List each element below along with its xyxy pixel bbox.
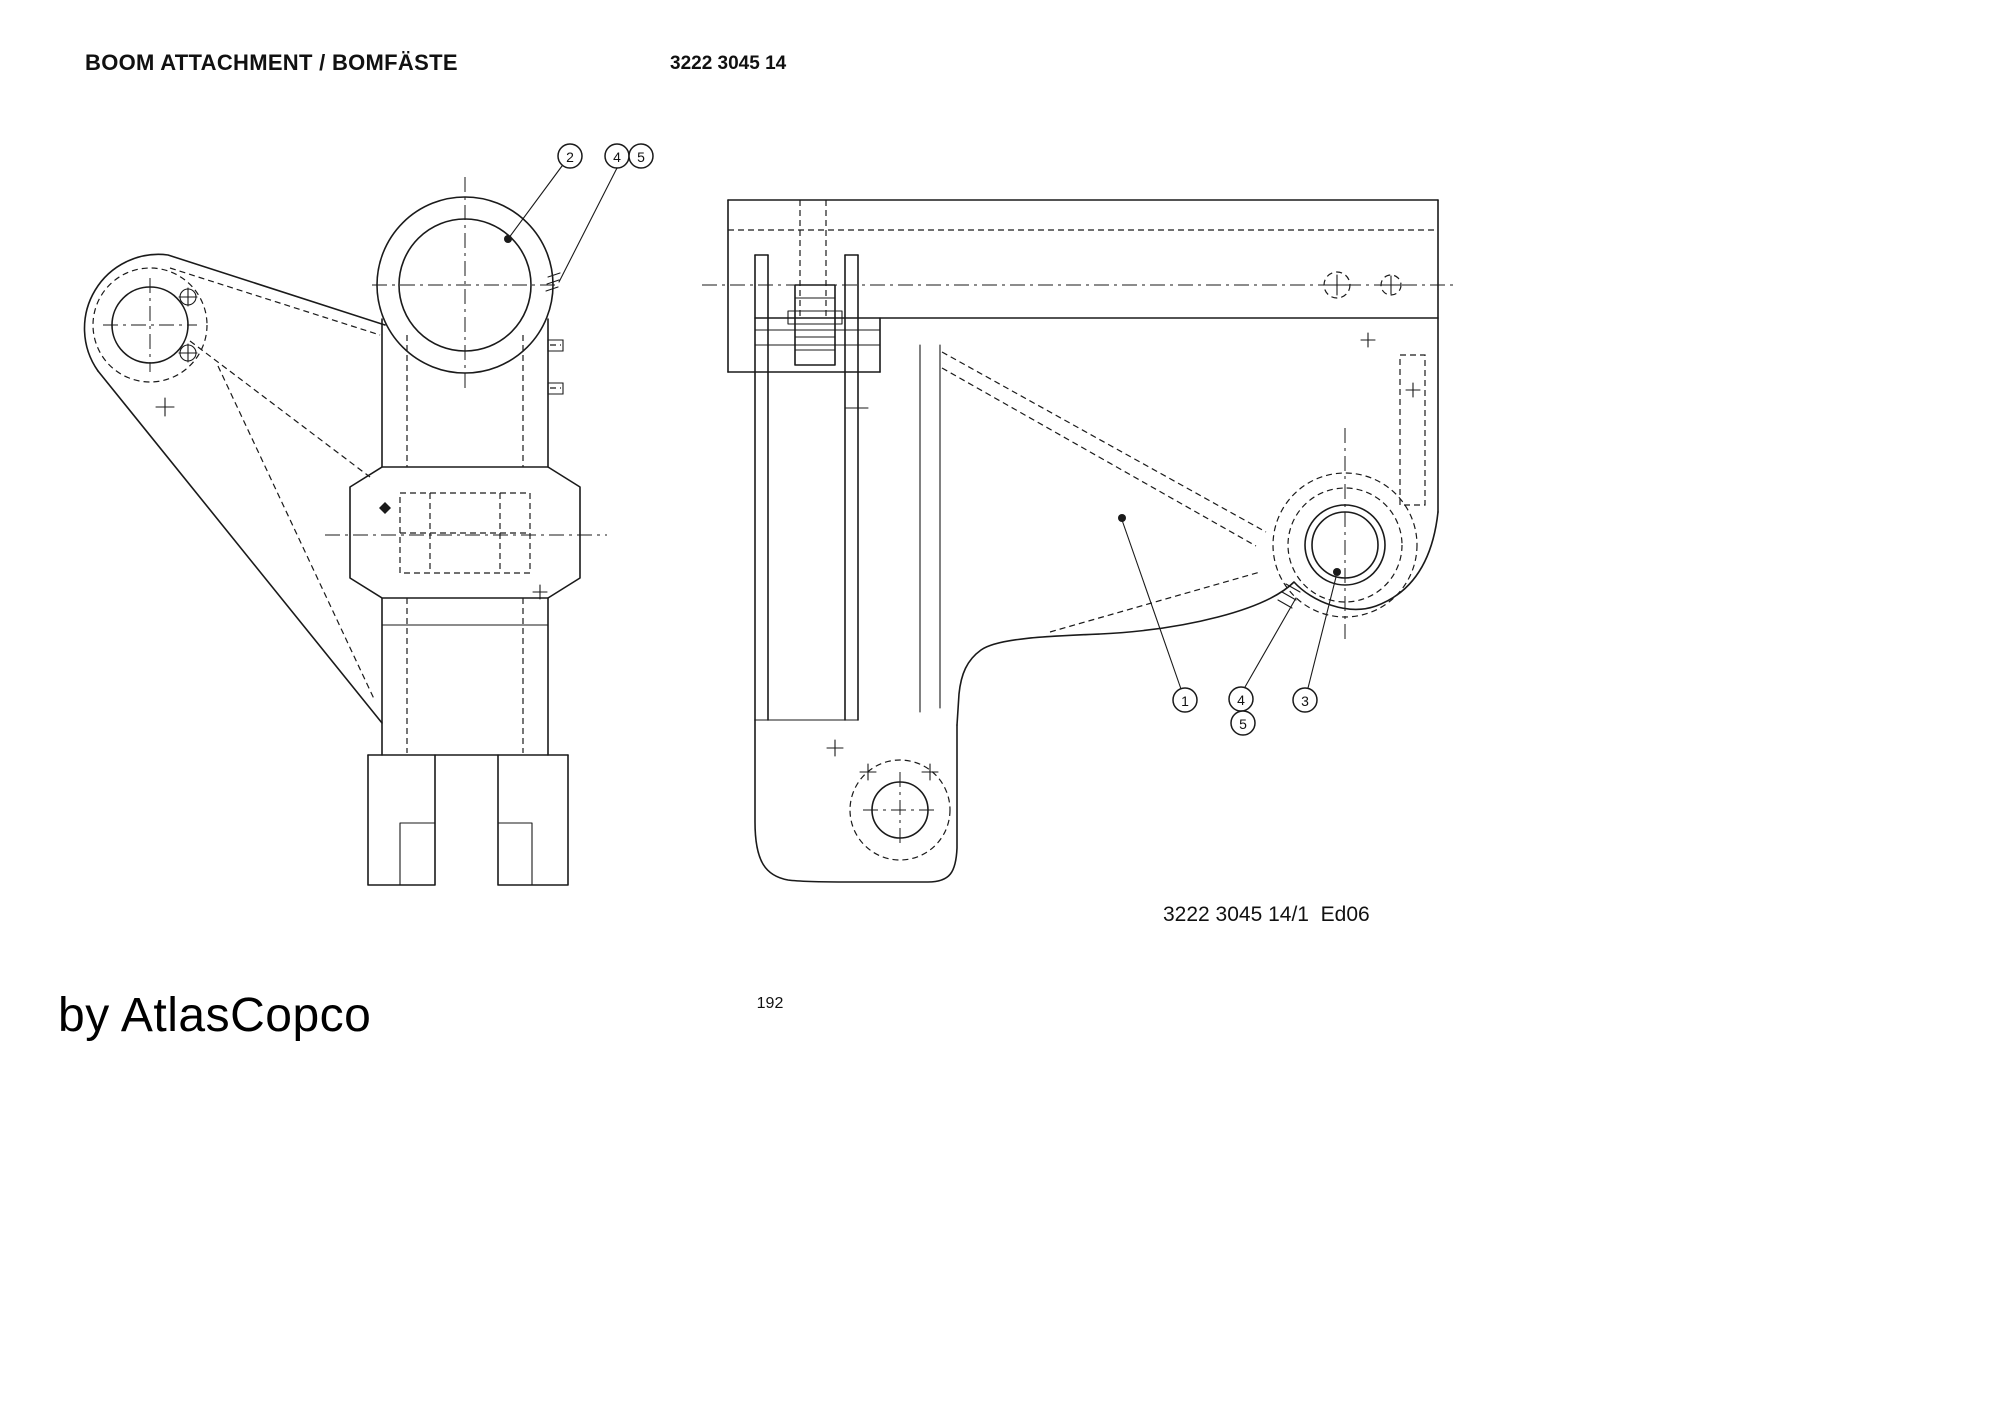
front-mid-block	[349, 466, 581, 600]
doc-number: 3222 3045 14	[670, 53, 787, 74]
side-centerlines	[702, 284, 1455, 848]
callout-balloon-2: 2	[557, 143, 583, 169]
callout-label-5-side: 5	[1239, 716, 1247, 732]
callout-label-4: 4	[613, 149, 621, 165]
callout-1-target-dot	[1118, 514, 1126, 522]
drawing-reference: 3222 3045 14/1 Ed06	[1163, 903, 1370, 926]
callout-balloon-5: 5	[628, 143, 654, 169]
front-leader-lines	[507, 165, 618, 292]
callout-balloon-5-side: 5	[1230, 710, 1256, 736]
side-left-plate	[754, 254, 941, 721]
front-bushing	[376, 196, 554, 374]
callout-balloon-4-side: 4	[1228, 686, 1254, 712]
callout-balloon-4: 4	[604, 143, 630, 169]
side-top-beam	[727, 199, 1439, 513]
callout-3-target-dot	[1333, 568, 1341, 576]
front-centerlines	[103, 177, 607, 536]
callout-label-1: 1	[1181, 693, 1189, 709]
front-gusset-plate	[83, 253, 386, 724]
callout-label-5: 5	[637, 149, 645, 165]
page-number: 192	[756, 995, 784, 1012]
front-feet	[367, 754, 569, 886]
page-title: BOOM ATTACHMENT / BOMFÄSTE	[85, 50, 458, 75]
callout-balloon-1: 1	[1172, 687, 1198, 713]
side-main-plate	[941, 332, 1439, 726]
side-foot	[754, 719, 958, 883]
watermark-text: by AtlasCopco	[58, 989, 372, 1042]
callout-label-3: 3	[1301, 693, 1309, 709]
callout-label-2: 2	[566, 149, 574, 165]
callout-label-4-side: 4	[1237, 692, 1245, 708]
side-bushing	[1272, 472, 1418, 618]
callout-balloon-3: 3	[1292, 687, 1318, 713]
front-column	[381, 318, 564, 756]
front-view-drawing: 2 4 5	[83, 143, 654, 886]
bolt-mark	[379, 502, 391, 514]
side-leader-lines	[1118, 514, 1337, 690]
side-view-drawing: 1 4 5 3	[702, 199, 1455, 883]
